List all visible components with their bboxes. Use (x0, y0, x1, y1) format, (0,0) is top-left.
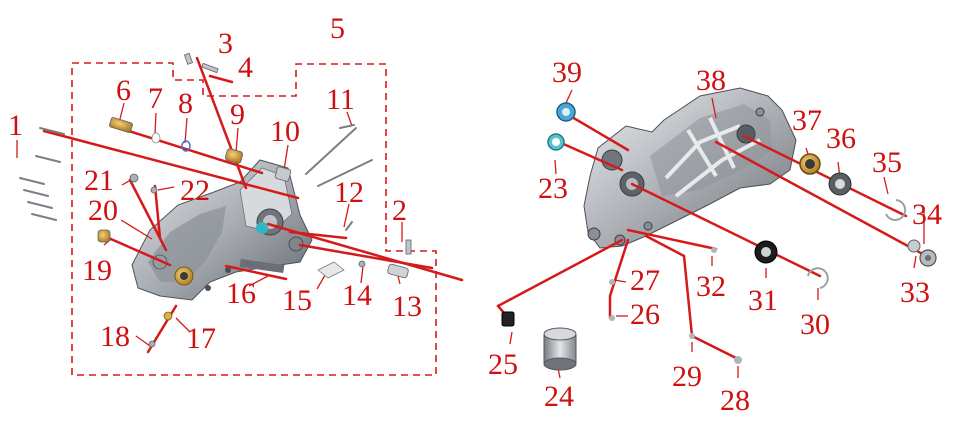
left-crankcase (131, 159, 313, 301)
callout-10: 10 (270, 115, 300, 148)
callout-26: 26 (630, 298, 660, 331)
callout-34: 34 (912, 198, 942, 231)
callout-20: 20 (88, 194, 118, 227)
callout-16: 16 (226, 277, 256, 310)
callout-9: 9 (230, 98, 245, 131)
callout-13: 13 (392, 290, 422, 323)
right-crankcase-cover (583, 87, 797, 249)
callout-7: 7 (148, 82, 163, 115)
callout-29: 29 (672, 360, 702, 393)
circlip-35-icon (885, 199, 907, 221)
callout-33: 33 (900, 276, 930, 309)
callout-5: 5 (330, 12, 345, 45)
callout-17: 17 (186, 322, 216, 355)
callout-28: 28 (720, 384, 750, 417)
left-pointer-lines (16, 102, 403, 347)
callout-35: 35 (872, 146, 902, 179)
callout-23: 23 (538, 172, 568, 205)
callout-18: 18 (100, 320, 130, 353)
callout-36: 36 (826, 122, 856, 155)
callout-8: 8 (178, 87, 193, 120)
callout-30: 30 (800, 308, 830, 341)
callout-24: 24 (544, 380, 574, 413)
callout-27: 27 (630, 264, 660, 297)
callout-4: 4 (238, 51, 253, 84)
callout-25: 25 (488, 348, 518, 381)
callout-31: 31 (748, 284, 778, 317)
right-small-parts (501, 102, 937, 371)
oil-filter-24-icon (543, 327, 577, 371)
callout-6: 6 (116, 74, 131, 107)
callout-3: 3 (218, 27, 233, 60)
callout-2: 2 (392, 194, 407, 227)
circlip-30-icon (807, 267, 829, 289)
callout-38: 38 (696, 64, 726, 97)
group-5-boundary (71, 62, 437, 376)
callout-15: 15 (282, 284, 312, 317)
callout-11: 11 (326, 83, 355, 116)
callout-19: 19 (82, 254, 112, 287)
sensor-25-icon (501, 311, 515, 327)
callout-22: 22 (180, 174, 210, 207)
callout-39: 39 (552, 56, 582, 89)
callout-21: 21 (84, 164, 114, 197)
callout-12: 12 (334, 176, 364, 209)
callout-37: 37 (792, 104, 822, 137)
callout-14: 14 (342, 279, 372, 312)
left-small-parts (19, 52, 412, 348)
callout-32: 32 (696, 270, 726, 303)
callout-labels: 1 2 3 4 5 6 7 8 9 10 11 12 13 14 15 16 1… (8, 12, 942, 417)
washer-33-icon (907, 239, 921, 253)
bolt-icon (97, 52, 412, 348)
callout-1: 1 (8, 109, 23, 142)
